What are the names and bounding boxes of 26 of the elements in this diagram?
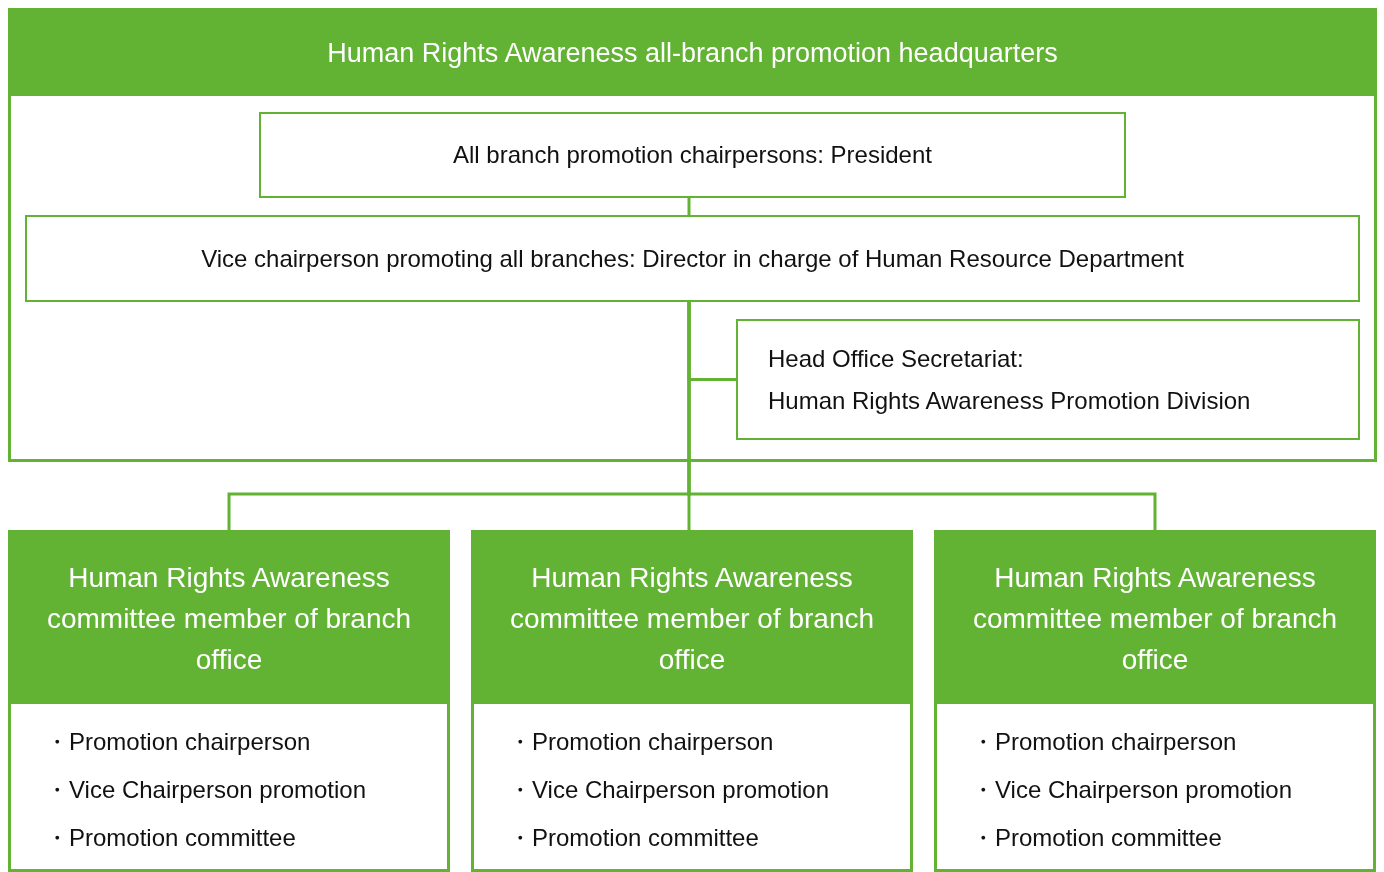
list-item: ・Promotion chairperson bbox=[508, 727, 775, 757]
connector-line bbox=[687, 302, 1157, 530]
role-text: Human Rights Awareness Promotion Division bbox=[768, 385, 1251, 416]
list-item: ・Promotion committee bbox=[508, 823, 760, 853]
card-header: Human Rights Awareness committee member of branch office bbox=[11, 533, 447, 704]
connector-line bbox=[687, 198, 691, 215]
list-item: ・Vice Chairperson promotion bbox=[971, 775, 1294, 805]
role-box bbox=[259, 112, 1126, 198]
list-item: ・Vice Chairperson promotion bbox=[508, 775, 831, 805]
list-item: ・Promotion committee bbox=[971, 823, 1223, 853]
branch-office-card bbox=[8, 530, 450, 872]
role-text: Head Office Secretariat: bbox=[768, 343, 1024, 374]
role-text: All branch promotion chairpersons: President bbox=[453, 140, 932, 170]
header-title: Human Rights Awareness all-branch promotion headquarters bbox=[11, 11, 1374, 96]
card-header: Human Rights Awareness committee member of branch office bbox=[937, 533, 1373, 704]
list-item: ・Promotion committee bbox=[45, 823, 297, 853]
role-box bbox=[25, 215, 1360, 302]
branch-office-card bbox=[934, 530, 1376, 872]
branch-office-card bbox=[471, 530, 913, 872]
list-item: ・Promotion chairperson bbox=[45, 727, 312, 757]
list-item: ・Vice Chairperson promotion bbox=[45, 775, 368, 805]
role-box bbox=[736, 319, 1360, 440]
headquarters-panel bbox=[8, 8, 1377, 462]
list-item: ・Promotion chairperson bbox=[971, 727, 1238, 757]
role-text: Vice chairperson promoting all branches: Director in charge of Human Resource Department bbox=[201, 243, 1184, 274]
card-header: Human Rights Awareness committee member of branch office bbox=[474, 533, 910, 704]
